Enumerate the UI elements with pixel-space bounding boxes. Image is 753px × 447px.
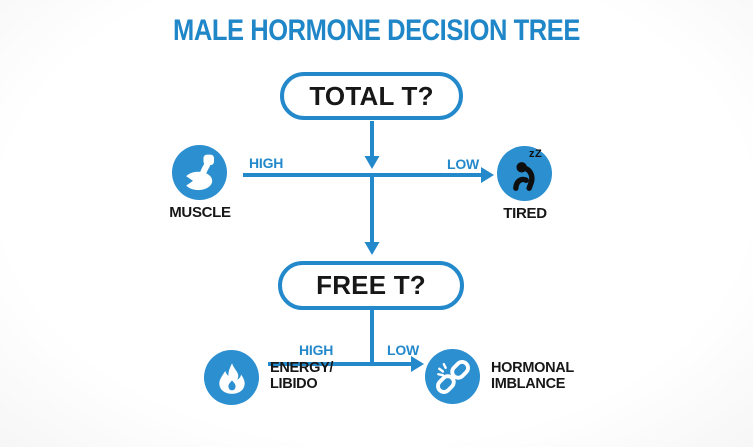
tired-icon-circle: zZ [497, 146, 552, 201]
node-free-t-label: FREE T? [316, 270, 426, 300]
node-total-t: TOTAL T? [280, 72, 463, 120]
outcome-hormonal-imbalance-label: HORMONAL IMBLANCE [491, 360, 574, 392]
outcome-energy-line2: LIBIDO [270, 375, 318, 392]
node-total-t-label: TOTAL T? [309, 80, 434, 111]
sleepy-person-icon [512, 161, 535, 191]
outcome-energy-line1: ENERGY/ [270, 360, 334, 376]
outcome-muscle-label: MUSCLE [169, 204, 231, 221]
page-title: MALE HORMONE DECISION TREE [173, 14, 580, 47]
branch-label-total-high: HIGH [249, 155, 284, 171]
flame-icon [218, 362, 245, 394]
node-free-t: FREE T? [278, 261, 464, 310]
outcome-tired-label: TIRED [503, 205, 547, 222]
flame-icon-circle [204, 350, 259, 405]
muscle-icon-circle [172, 145, 227, 200]
broken-chain-icon [435, 359, 470, 394]
outcome-hormonal-line1: HORMONAL [491, 360, 574, 376]
broken-chain-icon-circle [425, 349, 480, 404]
branch-label-total-low: LOW [447, 156, 480, 172]
branch-label-free-low: LOW [387, 342, 420, 358]
branch-label-free-high: HIGH [299, 342, 334, 358]
bicep-icon [181, 154, 214, 190]
zzz-sleep-glyph: zZ [529, 148, 543, 160]
outcome-energy-libido-label: ENERGY/ LIBIDO [270, 360, 334, 392]
outcome-hormonal-line2: IMBLANCE [491, 375, 566, 392]
